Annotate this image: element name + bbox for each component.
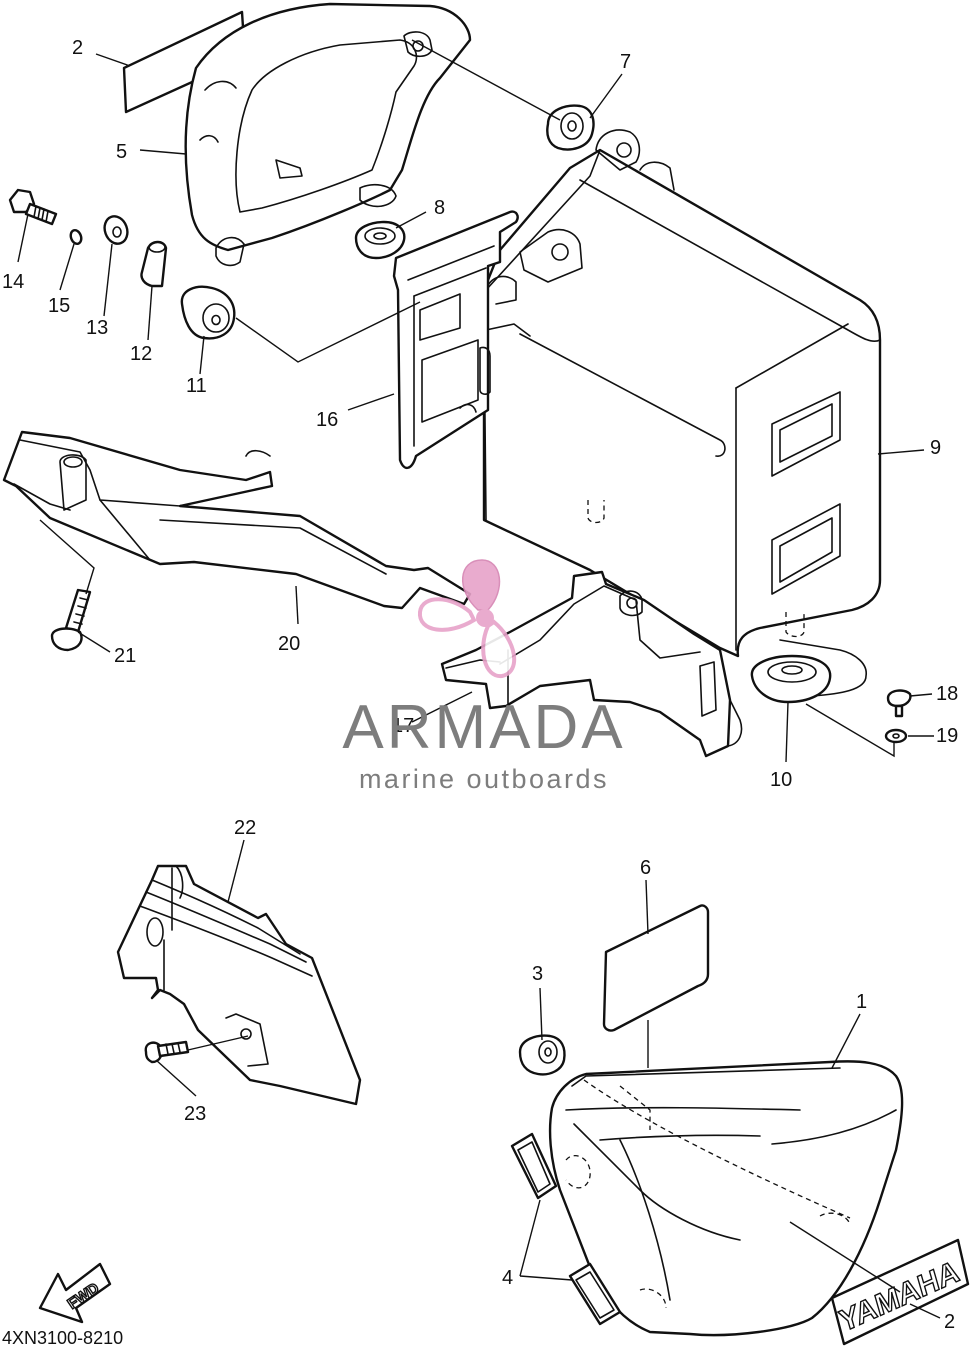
callout-20: 20 xyxy=(278,633,300,655)
callout-9: 9 xyxy=(930,437,941,459)
part-4-pad-lower xyxy=(568,1262,622,1326)
part-16-bracket xyxy=(392,210,519,469)
part-13-washer xyxy=(103,215,129,245)
part-code: 4XN3100-8210 xyxy=(2,1328,123,1348)
part-6-pad xyxy=(602,904,710,1032)
part-19-washer xyxy=(884,728,908,744)
part-9-box xyxy=(482,129,882,697)
callout-22: 22 xyxy=(234,817,256,839)
callout-4: 4 xyxy=(502,1267,513,1289)
callout-16: 16 xyxy=(316,409,338,431)
part-11-grommet xyxy=(180,285,236,340)
callout-13: 13 xyxy=(86,317,108,339)
part-14-bolt xyxy=(8,188,58,226)
callout-18: 18 xyxy=(936,683,958,705)
callout-2-top: 2 xyxy=(72,37,83,59)
propeller-logo-icon xyxy=(418,559,517,678)
watermark-tagline: marine outboards xyxy=(359,764,609,794)
callout-17: 17 xyxy=(392,715,414,737)
callout-19: 19 xyxy=(936,725,958,747)
part-12-collar xyxy=(140,240,168,288)
part-7-grommet xyxy=(546,104,595,151)
fwd-arrow-icon: FWD xyxy=(38,1262,112,1324)
callout-2-bottom: 2 xyxy=(944,1311,955,1333)
part-15-washer xyxy=(69,229,83,245)
callout-10: 10 xyxy=(770,769,792,791)
callout-8: 8 xyxy=(434,197,445,219)
callout-14: 14 xyxy=(2,271,24,293)
leader-lines xyxy=(17,39,941,1319)
part-18-screw xyxy=(886,689,912,718)
callout-1: 1 xyxy=(856,991,867,1013)
part-5-upper-cover xyxy=(184,2,472,267)
callout-labels: 1 2 2 3 4 5 6 7 8 9 10 11 12 13 14 15 16… xyxy=(2,37,958,1333)
callout-23: 23 xyxy=(184,1103,206,1125)
watermark: ARMADA marine outboards xyxy=(342,559,625,794)
watermark-brand: ARMADA xyxy=(342,693,625,762)
part-3-grommet xyxy=(518,1034,566,1076)
callout-12: 12 xyxy=(130,343,152,365)
part-22-cover xyxy=(116,864,362,1106)
part-8-grommet xyxy=(354,220,406,260)
callout-6: 6 xyxy=(640,857,651,879)
part-17-mount xyxy=(440,570,743,758)
part-21-bolt xyxy=(50,588,92,652)
part-10-grommet xyxy=(750,654,832,704)
part-23-bolt xyxy=(144,1040,190,1064)
callout-21: 21 xyxy=(114,645,136,667)
callout-3: 3 xyxy=(532,963,543,985)
callout-5: 5 xyxy=(116,141,127,163)
part-4-pad-upper xyxy=(510,1132,558,1200)
callout-15: 15 xyxy=(48,295,70,317)
callout-7: 7 xyxy=(620,51,631,73)
callout-11: 11 xyxy=(186,375,207,397)
